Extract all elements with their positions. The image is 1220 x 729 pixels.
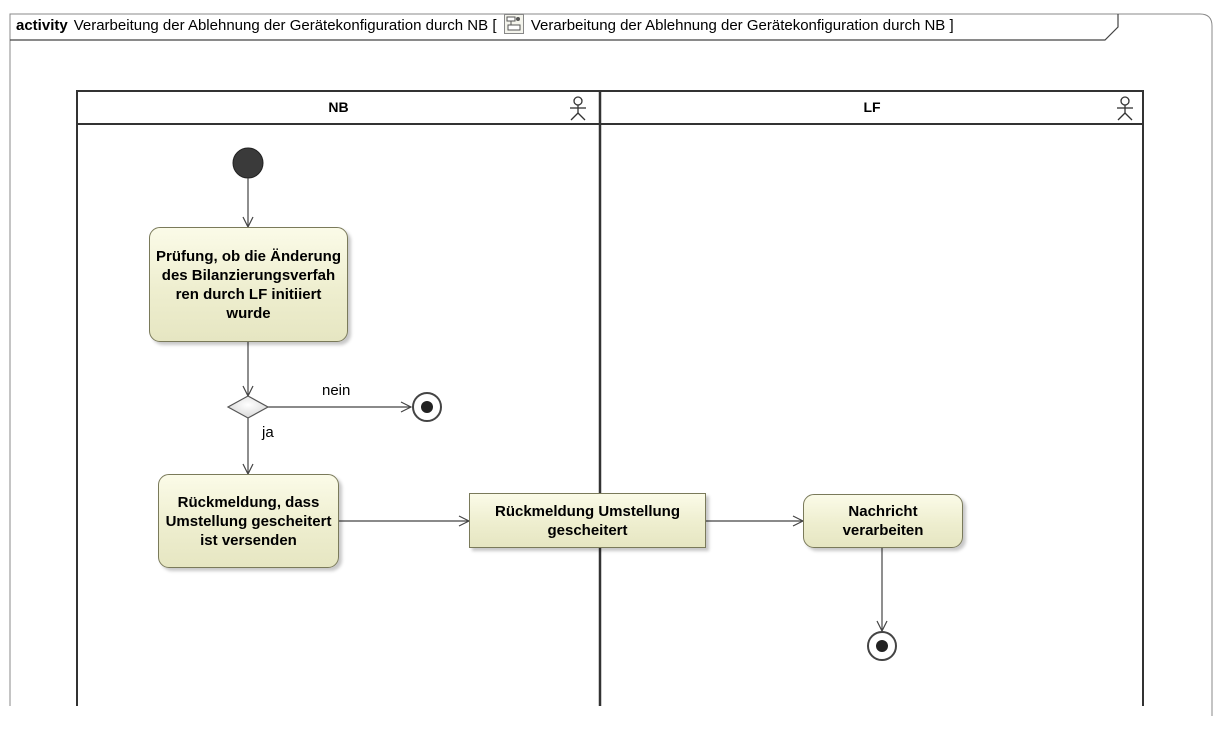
lane-title-nb: NB xyxy=(328,99,349,115)
frame-bracket-open: [ xyxy=(492,17,497,34)
actor-icon xyxy=(1114,96,1136,122)
action-rueckmeldung-versenden[interactable]: Rückmeldung, dass Umstellung gescheitert… xyxy=(158,474,339,568)
frame-title: Verarbeitung der Ablehnung der Gerätekon… xyxy=(73,17,489,34)
decision-node xyxy=(226,395,270,419)
frame-tab-border xyxy=(10,14,1119,41)
guard-label-nein: nein xyxy=(322,382,351,399)
diagram-frame-header: activity Verarbeitung der Ablehnung der G… xyxy=(8,12,954,39)
initial-node xyxy=(232,147,264,179)
action-nachricht-verarbeiten[interactable]: Nachricht verarbeiten xyxy=(803,494,963,548)
diagram-frame xyxy=(9,13,1213,716)
swimlane-header xyxy=(76,90,1144,125)
frame-bracket-close: ] xyxy=(949,17,954,34)
frame-diagram-name: Verarbeitung der Ablehnung der Gerätekon… xyxy=(530,17,946,34)
actor-icon xyxy=(567,96,589,122)
lane-title-lf: LF xyxy=(863,99,881,115)
activity-final-node xyxy=(867,631,897,661)
action-pruefung[interactable]: Prüfung, ob die Änderung des Bilanzierun… xyxy=(149,227,348,342)
frame-keyword: activity xyxy=(16,17,68,34)
activity-final-node xyxy=(412,392,442,422)
activity-diagram-icon xyxy=(503,14,524,34)
object-node-rueckmeldung[interactable]: Rückmeldung Umstellung gescheitert xyxy=(469,493,706,548)
guard-label-ja: ja xyxy=(262,424,274,441)
